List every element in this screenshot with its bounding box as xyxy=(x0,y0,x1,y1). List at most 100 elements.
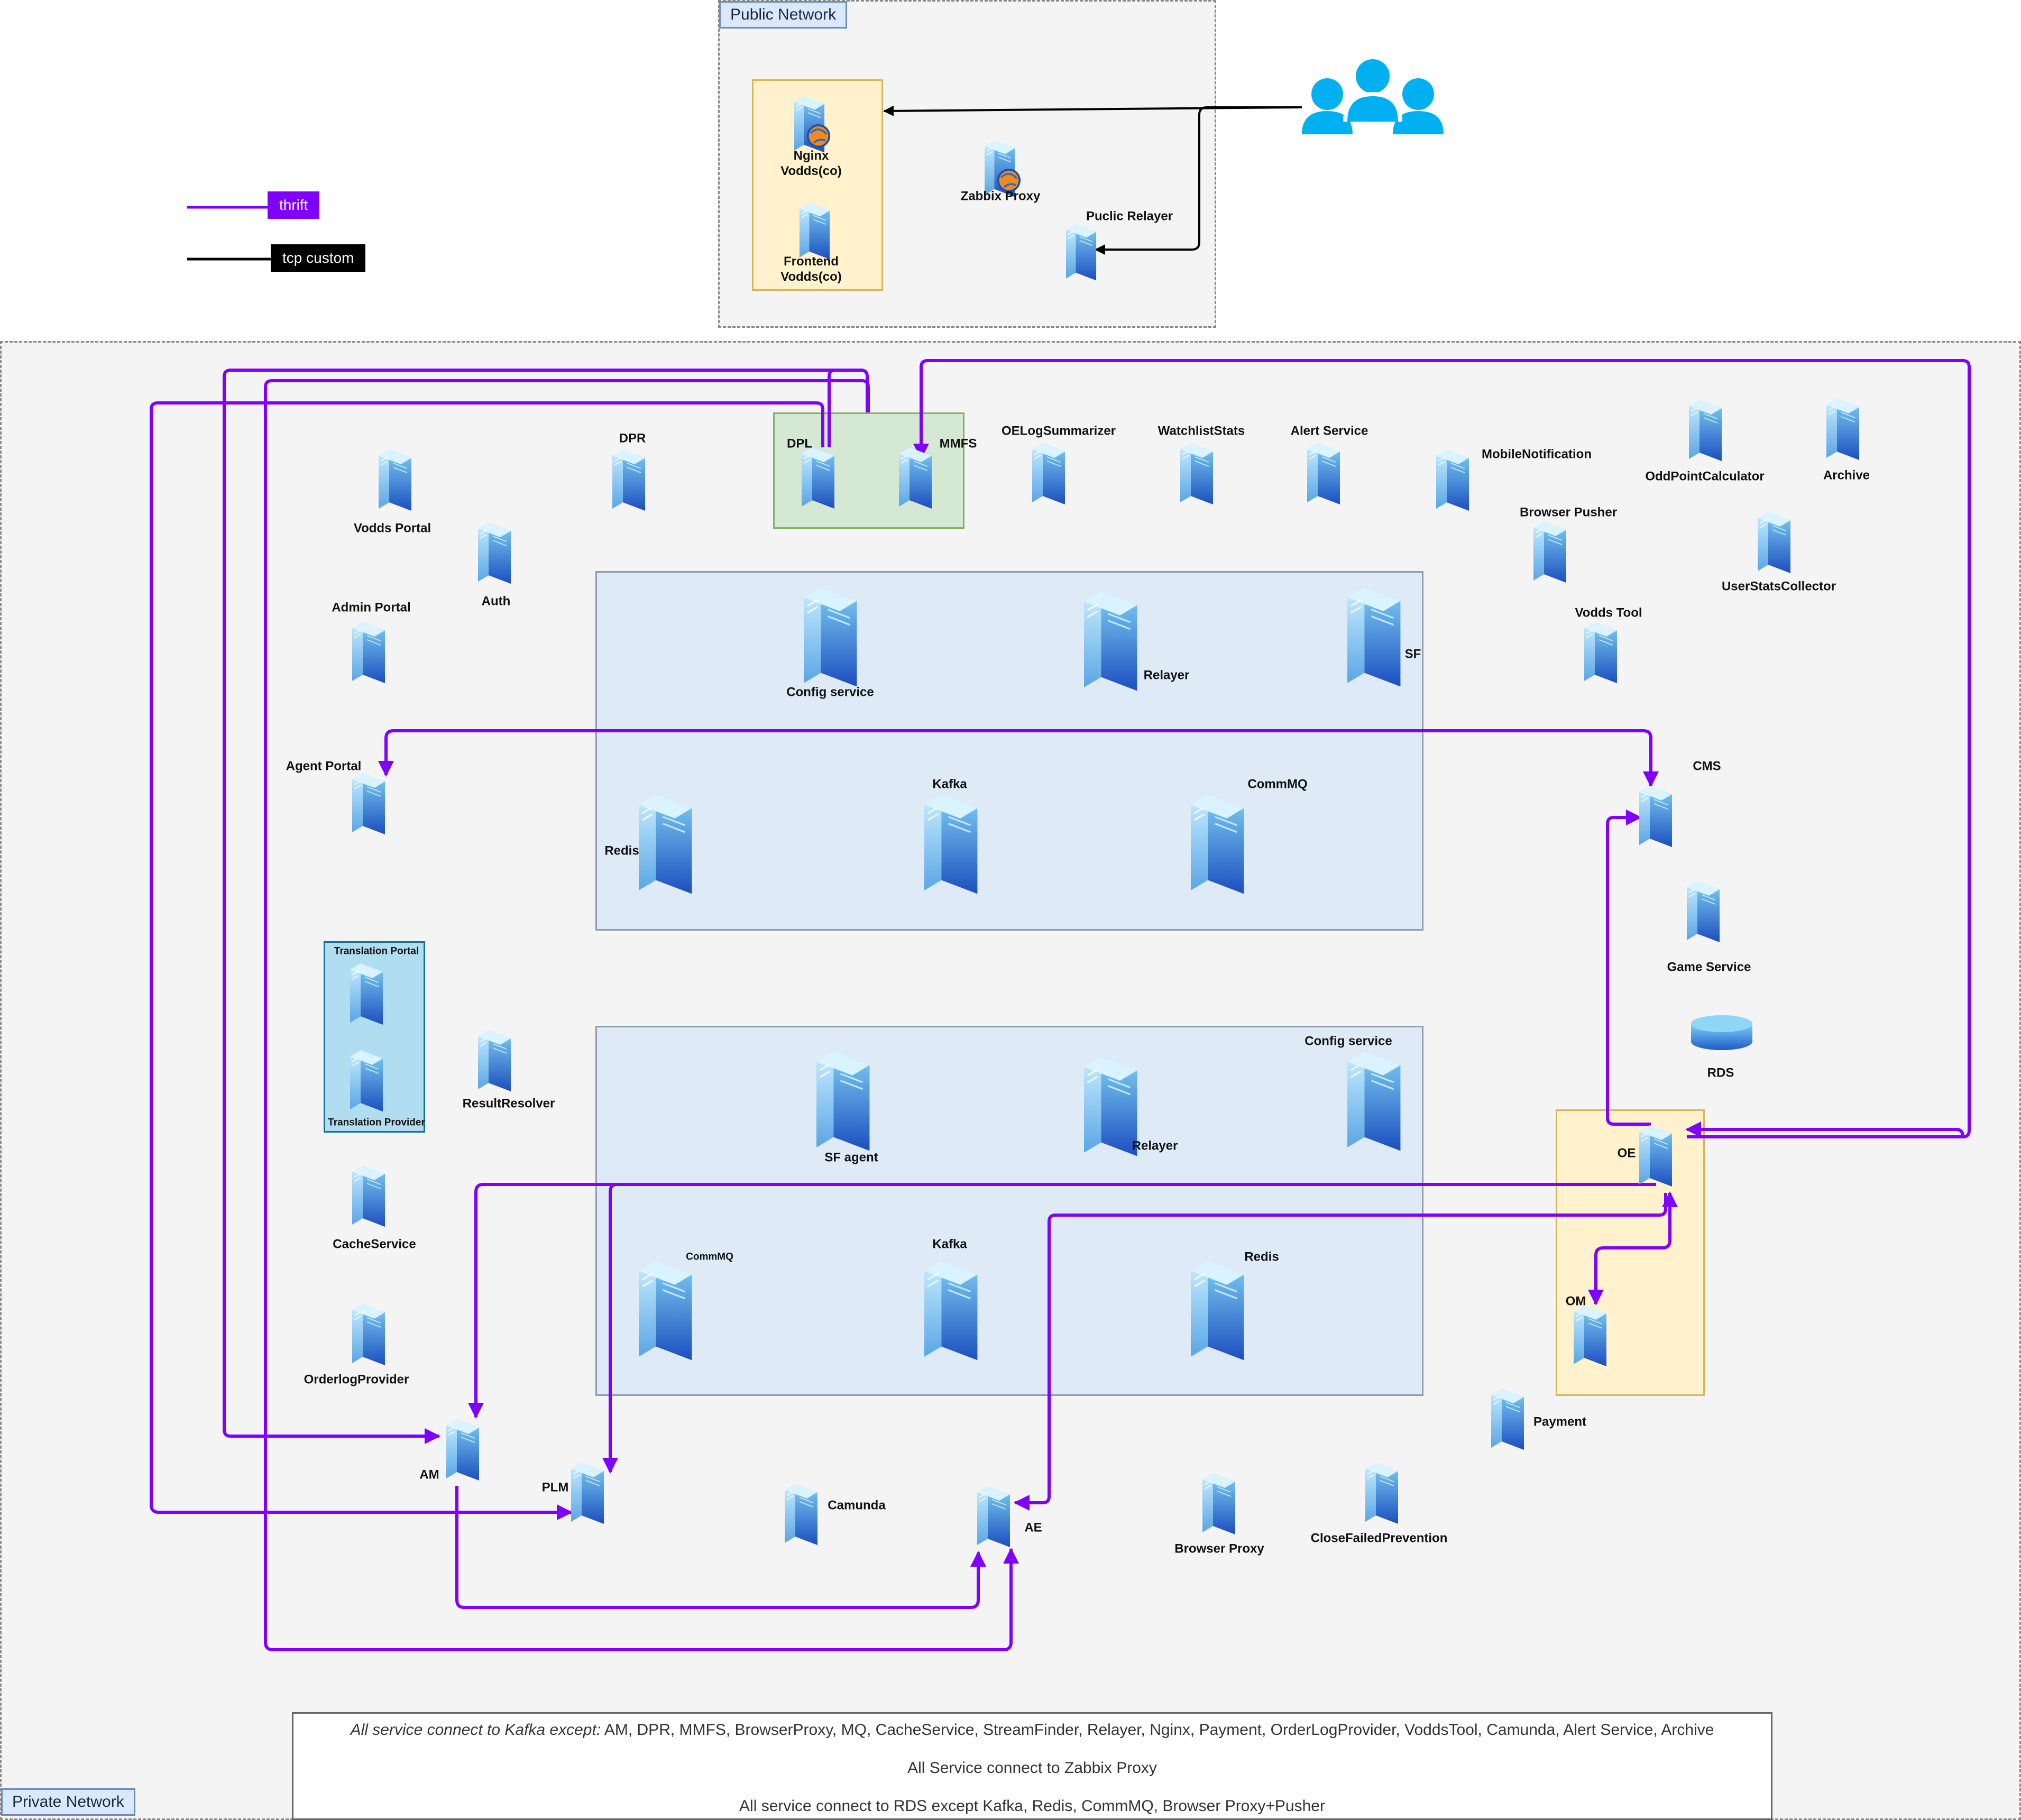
note-kafka: All service connect to Kafka except: AM,… xyxy=(293,1721,1771,1739)
label-orderlog-provider: OrderlogProvider xyxy=(304,1372,409,1387)
auth-server-icon xyxy=(478,522,511,584)
label-bottom-commmq: CommMQ xyxy=(686,1251,733,1263)
conn-dpl-am xyxy=(223,369,869,1444)
top-relayer-server-icon xyxy=(1084,591,1137,691)
admin-portal-server-icon xyxy=(352,622,385,683)
legend-tcp-custom: tcp custom xyxy=(271,244,366,272)
note-rds: All service connect to RDS except Kafka,… xyxy=(739,1797,1325,1815)
conn-agent-cms xyxy=(378,729,1659,787)
bottom-commmq-server-icon xyxy=(639,1261,692,1361)
cluster-bottom xyxy=(595,1026,1423,1396)
alert-service-server-icon xyxy=(1307,443,1340,504)
label-result-resolver: ResultResolver xyxy=(462,1096,555,1111)
label-nginx: Nginx Vodds(co) xyxy=(780,149,842,178)
label-zabbix-proxy: Zabbix Proxy xyxy=(960,189,1041,204)
public-network-label: Public Network xyxy=(719,1,848,29)
am-server-icon xyxy=(446,1419,479,1481)
conn-mmfs-oe xyxy=(1685,1122,1964,1137)
vodds-portal-server-icon xyxy=(379,449,411,511)
orderlog-provider-server-icon xyxy=(352,1304,385,1365)
conn-oe-plm xyxy=(602,1183,618,1474)
label-translation-portal: Translation Portal xyxy=(334,945,419,957)
nginx-server-icon xyxy=(794,96,831,153)
conn-oe-om xyxy=(1588,1191,1678,1306)
oe-server-icon xyxy=(1639,1125,1672,1187)
om-server-icon xyxy=(1574,1305,1606,1366)
label-rds: RDS xyxy=(1707,1065,1734,1080)
label-watchlist-stats: WatchlistStats xyxy=(1158,424,1245,438)
label-bottom-sf-agent: SF agent xyxy=(824,1150,878,1165)
ae-server-icon xyxy=(977,1486,1010,1547)
mmfs-server-icon xyxy=(899,447,932,509)
label-camunda: Camunda xyxy=(828,1498,886,1513)
label-am: AM xyxy=(419,1467,439,1482)
frontend-server-icon xyxy=(800,203,830,260)
conn-dpl-ae xyxy=(264,379,1019,1651)
label-admin-portal: Admin Portal xyxy=(332,600,411,615)
label-top-redis: Redis xyxy=(604,843,639,858)
label-top-sf: SF xyxy=(1404,647,1421,661)
game-service-server-icon xyxy=(1687,881,1720,942)
users-icon xyxy=(1302,59,1444,134)
conn-oe-ae xyxy=(1014,1193,1667,1511)
conn-oe-am xyxy=(468,1183,1656,1419)
bottom-kafka-server-icon xyxy=(924,1261,978,1361)
bottom-redis-server-icon xyxy=(1191,1261,1244,1361)
conn-am-ae xyxy=(455,1486,986,1609)
odd-point-calculator-server-icon xyxy=(1689,400,1722,461)
label-bottom-redis: Redis xyxy=(1244,1249,1279,1264)
top-commmq-server-icon xyxy=(1191,794,1244,894)
translation-provider-server-icon xyxy=(350,1050,383,1111)
note-kafka-list: AM, DPR, MMFS, BrowserProxy, MQ, CacheSe… xyxy=(604,1721,1714,1739)
label-top-commmq: CommMQ xyxy=(1247,777,1308,792)
label-archive: Archive xyxy=(1823,468,1870,483)
label-plm: PLM xyxy=(541,1480,569,1495)
conn-dpl-plm-b xyxy=(150,401,824,1520)
top-redis-server-icon xyxy=(639,794,692,894)
label-browser-pusher: Browser Pusher xyxy=(1519,505,1618,520)
label-vodds-portal: Vodds Portal xyxy=(353,521,431,536)
translation-portal-server-icon xyxy=(350,963,383,1025)
label-dpr: DPR xyxy=(619,431,646,446)
plm-server-icon xyxy=(571,1463,604,1524)
label-bottom-relayer: Relayer xyxy=(1132,1138,1178,1153)
result-resolver-server-icon xyxy=(478,1030,511,1091)
oelog-summarizer-server-icon xyxy=(1032,443,1065,504)
label-top-config-service: Config service xyxy=(786,685,874,700)
label-alert-service: Alert Service xyxy=(1290,424,1368,438)
dpl-server-icon xyxy=(802,447,834,509)
label-auth: Auth xyxy=(481,594,511,609)
label-bottom-config-service: Config service xyxy=(1305,1034,1392,1049)
browser-proxy-server-icon xyxy=(1202,1473,1235,1534)
label-frontend: Frontend Vodds(co) xyxy=(780,254,842,284)
public-relayer-server-icon xyxy=(1066,224,1097,281)
user-stats-collector-server-icon xyxy=(1758,512,1790,573)
mobile-notification-server-icon xyxy=(1436,449,1469,511)
payment-server-icon xyxy=(1491,1389,1524,1450)
dpr-server-icon xyxy=(612,449,645,511)
label-ae: AE xyxy=(1024,1520,1042,1535)
bottom-relayer-server-icon xyxy=(1084,1056,1137,1156)
label-bottom-kafka: Kafka xyxy=(932,1237,967,1252)
label-browser-proxy: Browser Proxy xyxy=(1174,1541,1264,1556)
rds-database-icon xyxy=(1691,1015,1752,1050)
label-om: OM xyxy=(1565,1294,1586,1309)
label-game-service: Game Service xyxy=(1667,960,1751,975)
zabbix-proxy-server-icon xyxy=(985,140,1021,197)
label-top-relayer: Relayer xyxy=(1143,668,1190,683)
bottom-config-service-server-icon xyxy=(1347,1051,1401,1151)
note-kafka-prefix: All service connect to Kafka except: xyxy=(350,1721,601,1739)
label-top-kafka: Kafka xyxy=(932,777,967,792)
label-agent-portal: Agent Portal xyxy=(286,759,362,774)
label-oe: OE xyxy=(1617,1146,1636,1161)
label-payment: Payment xyxy=(1533,1414,1587,1429)
label-mmfs: MMFS xyxy=(939,436,977,451)
label-close-failed-prevention: CloseFailedPrevention xyxy=(1310,1531,1448,1546)
label-cache-service: CacheService xyxy=(333,1237,416,1252)
cluster-top xyxy=(595,571,1423,931)
close-failed-prevention-server-icon xyxy=(1365,1463,1398,1524)
label-vodds-tool: Vodds Tool xyxy=(1575,605,1642,620)
notes-box: All service connect to Kafka except: AM,… xyxy=(292,1712,1772,1820)
cache-service-server-icon xyxy=(352,1165,385,1227)
vodds-tool-server-icon xyxy=(1584,622,1617,683)
